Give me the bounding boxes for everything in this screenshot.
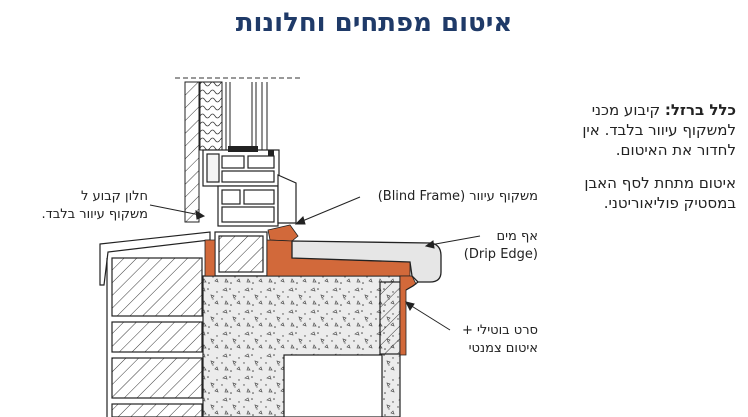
rule-line-2: למשקוף עיוור בלבד. אין [582, 121, 736, 139]
window-sill-flashing [99, 231, 211, 286]
label-fixed-window-1: חלון קבוע ל [80, 189, 148, 204]
label-drip-edge: אף מים (Drip Edge) [460, 228, 538, 264]
glass-spacer [228, 146, 258, 152]
sealant-edge [399, 275, 417, 356]
seal-note-line-1: איטום מתחת לסף האבן [584, 174, 736, 192]
label-fixed-window: חלון קבוע ל משקוף עיוור בלבד. [20, 188, 148, 224]
label-blind-frame: משקוף עיוור (Blind Frame) [377, 189, 538, 204]
label-tape-1: סרט בוטילי + [461, 323, 538, 338]
page-title: איטום מפתחים וחלונות [235, 8, 513, 38]
rule-note: כלל ברזל: קיבוע מכני למשקוף עיוור בלבד. … [560, 100, 736, 160]
masonry-wall [111, 257, 203, 417]
concrete-void [283, 354, 383, 417]
label-tape-2: איטום צמנטי [468, 341, 538, 356]
seal-note-line-2: במסטיק פוליאוריטני. [603, 194, 736, 212]
label-fixed-window-2: משקוף עיוור בלבד. [41, 207, 148, 222]
label-drip-en: (Drip Edge) [463, 247, 538, 262]
sealant-top [267, 224, 299, 242]
seal-note: איטום מתחת לסף האבן במסטיק פוליאוריטני. [560, 173, 736, 213]
gasket [268, 150, 274, 156]
upper-wall [184, 81, 200, 223]
label-butyl-tape: סרט בוטילי + איטום צמנטי [452, 322, 538, 358]
sealant-left [204, 239, 216, 277]
blind-frame [214, 231, 268, 277]
stone-sill [291, 240, 442, 283]
window-frame-profile [202, 149, 297, 227]
glazing [225, 82, 268, 155]
drip-groove [405, 281, 419, 291]
rule-bold: כלל ברזל: [664, 101, 736, 119]
rule-line-1: קיבוע מכני [591, 101, 665, 119]
label-drip-he: אף מים [496, 229, 538, 244]
insulation-panel [199, 81, 223, 151]
right-masonry [379, 281, 403, 355]
rule-line-3: לחדור את האיטום. [615, 141, 736, 159]
leader-lines [149, 196, 481, 331]
